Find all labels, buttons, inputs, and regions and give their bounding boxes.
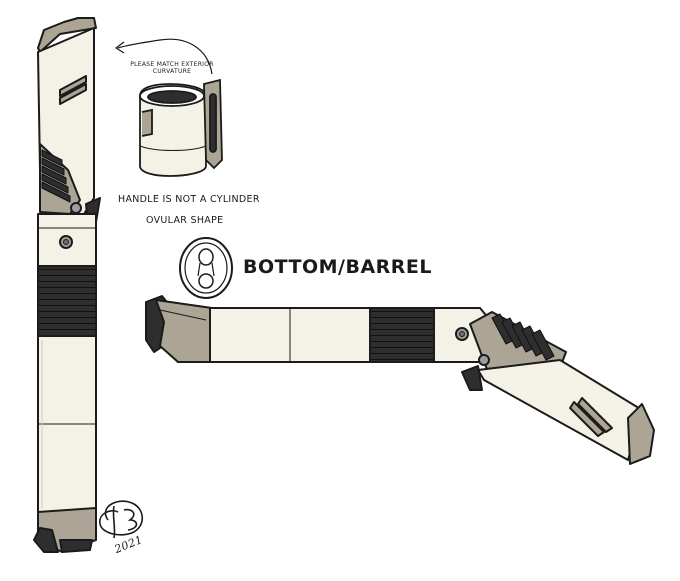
artist-signature: [99, 500, 144, 539]
curvature-note-line2: CURVATURE: [152, 68, 192, 75]
h-hinge-screw: [478, 354, 490, 366]
curvature-note-line1: PLEASE MATCH EXTERIOR: [130, 61, 214, 68]
pommel-tip: [33, 527, 59, 553]
arrow-head: [114, 41, 125, 54]
handle-sleeve: [139, 83, 207, 177]
h-shroud-slit: [569, 401, 605, 437]
shape-note: OVULAR SHAPE: [146, 215, 224, 226]
h-emitter-ribs: [491, 313, 555, 361]
h-pommel: [155, 299, 213, 363]
h-emitter-body: [477, 359, 643, 461]
emitter-ribs: [41, 149, 71, 203]
h-grip-wrap: [369, 307, 435, 363]
horizontal-hilt: [145, 295, 655, 465]
curvature-note: PLEASE MATCH EXTERIOR CURVATURE: [118, 61, 226, 75]
handle-note: HANDLE IS NOT A CYLINDER: [118, 194, 260, 205]
shroud-slit: [59, 75, 87, 97]
h-shroud-slit: [577, 397, 613, 433]
vertical-hilt: [33, 17, 101, 553]
h-hinge-clip: [461, 365, 483, 391]
ovular-bottom-view: [179, 237, 233, 299]
h-emitter-cap: [627, 403, 655, 465]
grip-wrap: [37, 265, 97, 337]
shroud-slit: [59, 83, 87, 105]
hinge-screw: [70, 202, 82, 214]
section-label: BOTTOM/BARREL: [243, 256, 433, 278]
curvature-arrow: [117, 38, 213, 75]
handle-sketch: [114, 38, 223, 177]
emitter-cap: [37, 17, 97, 53]
